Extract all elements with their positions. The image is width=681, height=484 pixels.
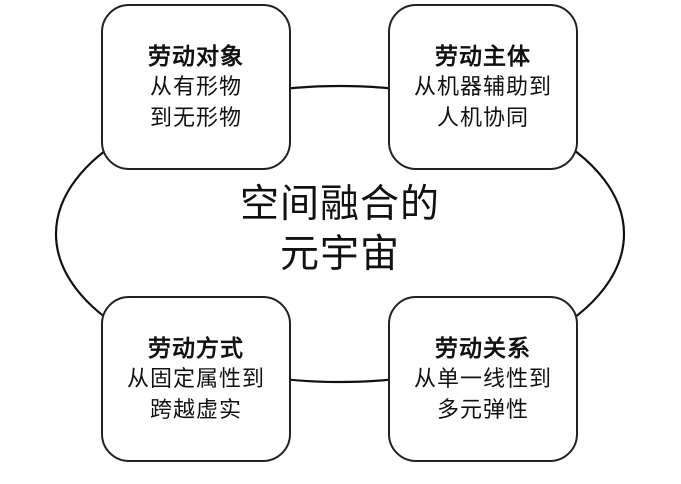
labor-object-title: 劳动对象	[148, 44, 244, 70]
center-label: 空间融合的 元宇宙	[220, 180, 460, 280]
labor-subject-line-1: 从机器辅助到	[413, 75, 552, 100]
labor-subject-box: 劳动主体 从机器辅助到 人机协同	[388, 4, 578, 170]
labor-object-box: 劳动对象 从有形物 到无形物	[101, 4, 291, 170]
labor-object-line-1: 从有形物	[149, 75, 242, 100]
labor-relation-title: 劳动关系	[435, 336, 531, 362]
labor-subject-title: 劳动主体	[435, 44, 531, 70]
labor-mode-title: 劳动方式	[148, 336, 244, 362]
labor-relation-box: 劳动关系 从单一线性到 多元弹性	[388, 296, 578, 462]
labor-object-line-2: 到无形物	[149, 106, 242, 131]
labor-relation-line-2: 多元弹性	[436, 398, 529, 423]
center-label-line-1: 空间融合的	[239, 182, 440, 227]
labor-subject-line-2: 人机协同	[436, 106, 529, 131]
labor-relation-line-1: 从单一线性到	[413, 367, 552, 392]
labor-mode-box: 劳动方式 从固定属性到 跨越虚实	[101, 296, 291, 462]
labor-mode-line-1: 从固定属性到	[126, 367, 265, 392]
center-label-line-2: 元宇宙	[279, 232, 400, 277]
labor-mode-line-2: 跨越虚实	[149, 398, 242, 423]
